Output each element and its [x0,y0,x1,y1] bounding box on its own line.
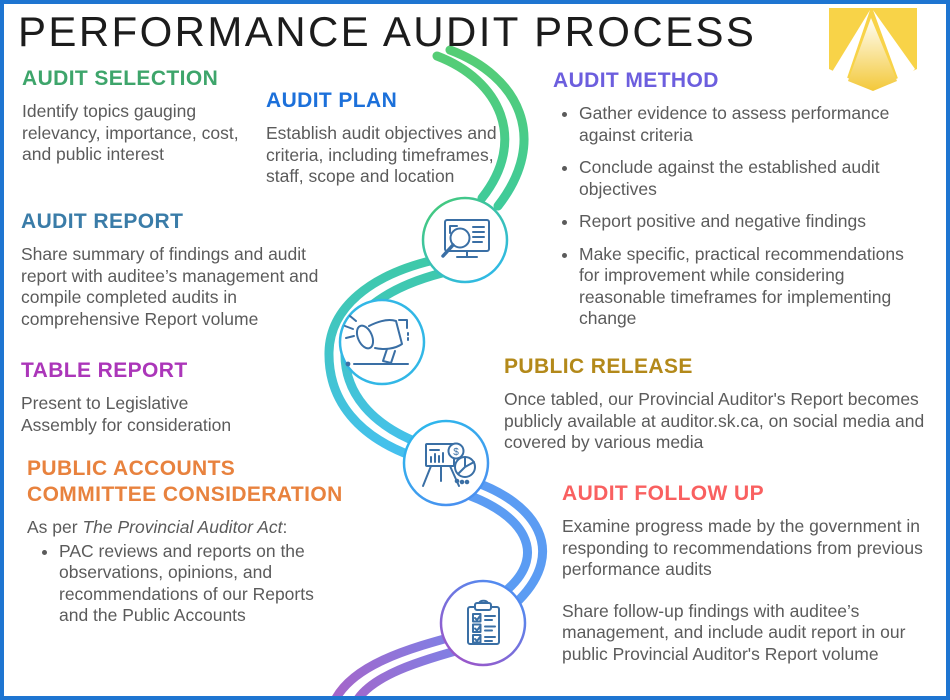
audit-report-heading: AUDIT REPORT [21,210,184,233]
act-title: The Provincial Auditor Act [82,517,283,537]
svg-text:$: $ [453,447,459,458]
intro-suffix: : [282,517,288,537]
checklist-clipboard-icon [467,599,500,645]
bullet-item: Report positive and negative findings [579,211,909,233]
section-audit-follow-up: AUDIT FOLLOW UP Examine progress made by… [562,481,946,665]
public-release-heading: PUBLIC RELEASE [504,355,693,378]
section-public-release: PUBLIC RELEASE Once tabled, our Provinci… [504,354,936,454]
section-table-report: TABLE REPORT Present to Legislative Asse… [21,358,271,436]
step-circle-report [338,298,426,386]
audit-plan-body: Establish audit objectives and criteria,… [266,123,497,186]
audit-report-body: Share summary of findings and audit repo… [21,244,319,329]
table-report-body: Present to Legislative Assembly for cons… [21,393,232,435]
heading-line: PUBLIC ACCOUNTS [27,457,236,480]
table-report-heading: TABLE REPORT [21,359,188,382]
public-accounts-intro: As per The Provincial Auditor Act: [27,517,417,539]
section-audit-plan: AUDIT PLAN Establish audit objectives an… [266,88,511,188]
audit-method-heading: AUDIT METHOD [553,69,719,92]
provincial-auditor-logo [829,8,917,91]
audit-selection-body: Identify topics gauging relevancy, impor… [22,101,239,164]
audit-follow-up-paragraph: Examine progress made by the government … [562,516,923,579]
section-audit-selection: AUDIT SELECTION Identify topics gauging … [22,66,262,166]
bullet-item: PAC reviews and reports on the observati… [59,541,337,627]
section-public-accounts-committee: PUBLIC ACCOUNTS COMMITTEE CONSIDERATION A… [27,456,417,627]
bullet-item: Make specific, practical recommendations… [579,244,909,330]
audit-method-bullet-list: Gather evidence to assess performance ag… [553,103,921,330]
process-flow-art: $ [324,8,917,696]
section-audit-report: AUDIT REPORT Share summary of findings a… [21,209,341,330]
bullet-item: Gather evidence to assess performance ag… [579,103,909,146]
presentation-chart-icon: $ [422,442,476,487]
research-monitor-icon [441,219,490,258]
audit-selection-heading: AUDIT SELECTION [22,67,219,90]
process-path-green [432,45,529,211]
page-title: PERFORMANCE AUDIT PROCESS [18,8,757,55]
step-circle-follow-up [439,579,527,667]
heading-line: COMMITTEE CONSIDERATION [27,483,343,506]
public-accounts-heading: PUBLIC ACCOUNTS COMMITTEE CONSIDERATION [27,456,417,508]
section-audit-method: AUDIT METHOD Gather evidence to assess p… [553,68,921,330]
audit-follow-up-paragraph: Share follow-up findings with auditee’s … [562,600,906,664]
audit-plan-heading: AUDIT PLAN [266,89,398,112]
public-accounts-bullet-list: PAC reviews and reports on the observati… [27,541,417,627]
audit-follow-up-heading: AUDIT FOLLOW UP [562,482,764,505]
public-release-body: Once tabled, our Provincial Auditor's Re… [504,389,925,452]
intro-prefix: As per [27,517,83,537]
process-path-blue [460,476,548,605]
bullet-item: Conclude against the established audit o… [579,157,909,200]
megaphone-icon [344,315,409,367]
